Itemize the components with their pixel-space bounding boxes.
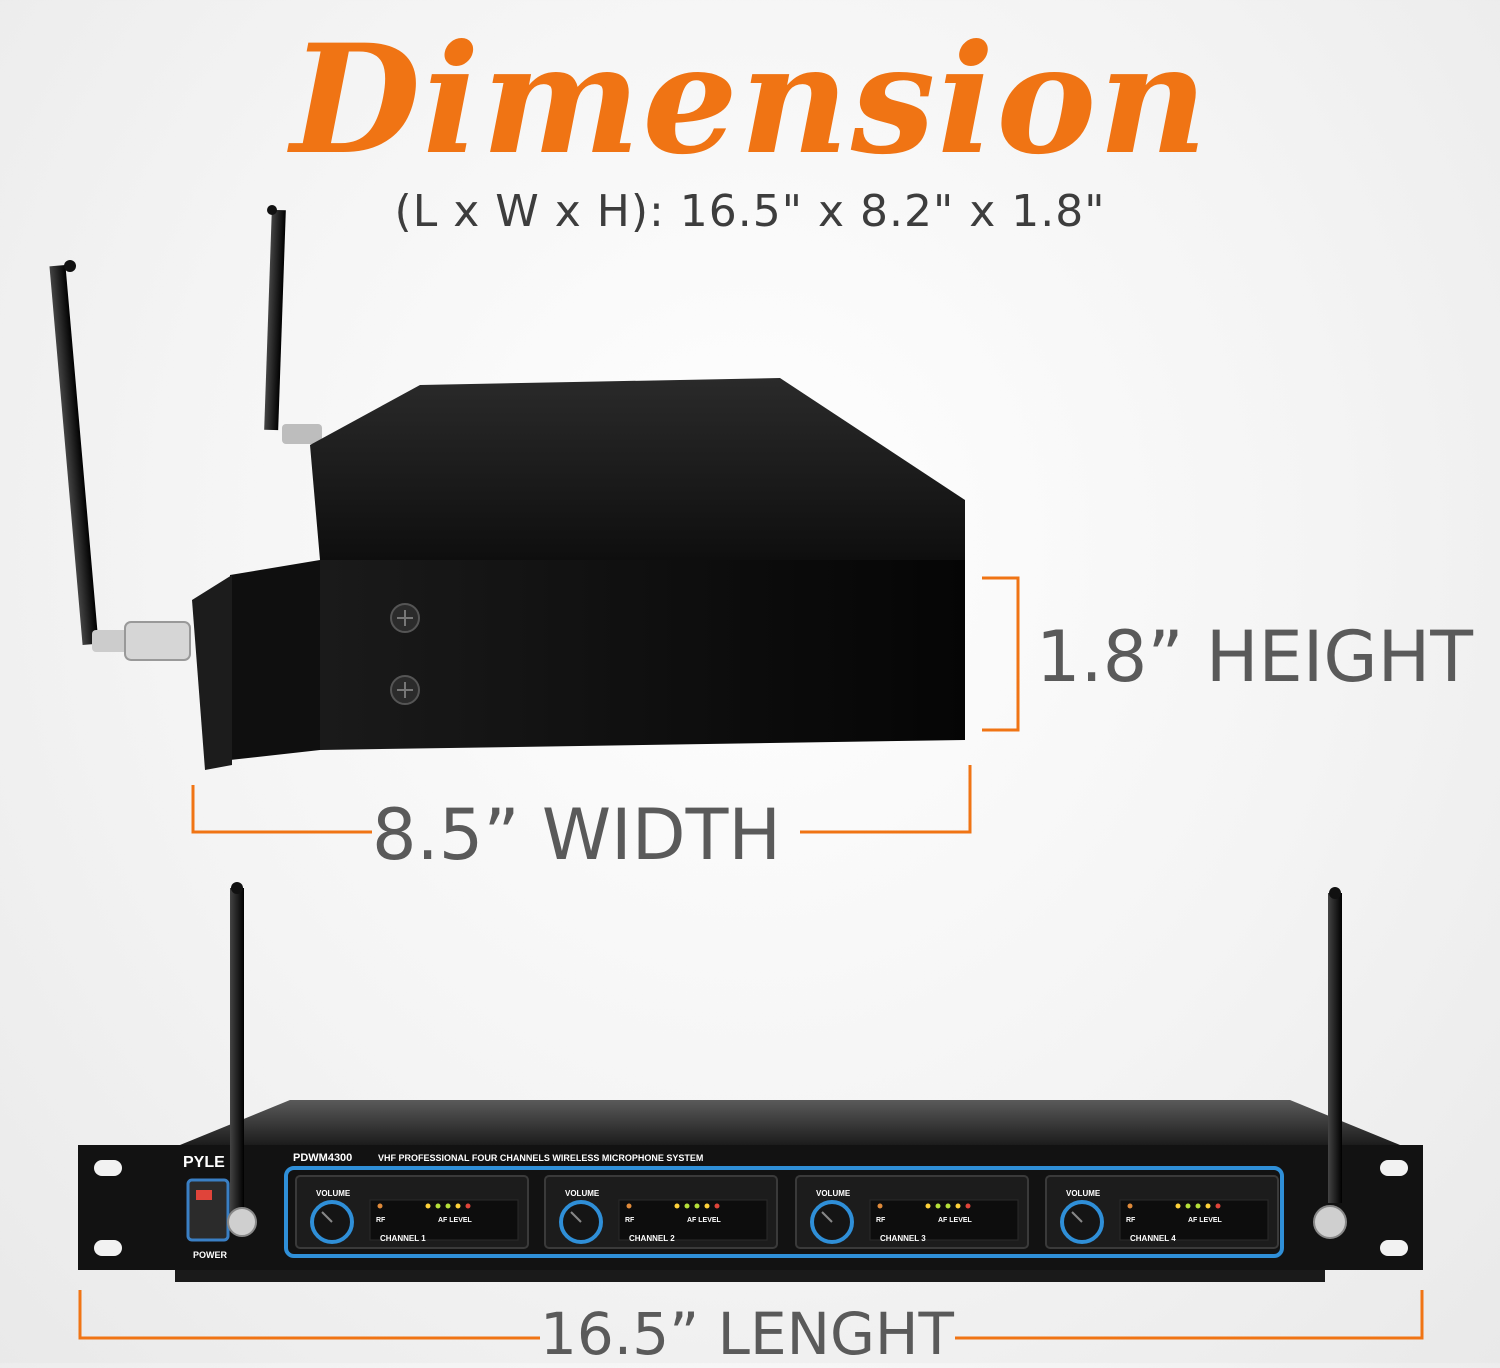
- rear-antenna: [264, 205, 322, 444]
- af-level-label: AF LEVEL: [687, 1217, 722, 1224]
- volume-label: VOLUME: [565, 1189, 600, 1198]
- receiver-side-view: [49, 205, 965, 770]
- volume-label: VOLUME: [316, 1189, 351, 1198]
- rack-hole: [1380, 1240, 1408, 1256]
- channel-module: VOLUME RF AF LEVEL CHANNEL 4: [1045, 1175, 1279, 1249]
- height-bracket: [982, 576, 1020, 732]
- channel-label: CHANNEL 3: [880, 1234, 926, 1243]
- brand-logo: PYLE: [183, 1154, 225, 1171]
- device-description: VHF PROFESSIONAL FOUR CHANNELS WIRELESS …: [378, 1153, 703, 1163]
- rack-hole: [94, 1160, 122, 1176]
- width-label: 8.5” WIDTH: [372, 794, 781, 876]
- af-level-label: AF LEVEL: [1188, 1217, 1223, 1224]
- side-screw: [390, 675, 420, 705]
- channel-module: VOLUME RF AF LEVEL CHANNEL 2: [544, 1175, 778, 1249]
- right-front-antenna: [1313, 887, 1347, 1239]
- channel-label: CHANNEL 1: [380, 1234, 426, 1243]
- channel-label: CHANNEL 4: [1130, 1234, 1176, 1243]
- width-bracket: [191, 765, 972, 834]
- volume-label: VOLUME: [816, 1189, 851, 1198]
- page-title: Dimension: [290, 12, 1210, 188]
- height-label: 1.8” HEIGHT: [1036, 616, 1473, 698]
- channel-module: VOLUME RF AF LEVEL CHANNEL 3: [795, 1175, 1029, 1249]
- front-antenna: [49, 260, 191, 661]
- receiver-front-view: VOLUME RF AF LEVEL CHANNEL 1 VOLUME RF AF LEVE…: [78, 882, 1423, 1282]
- rf-label: RF: [876, 1217, 886, 1224]
- power-switch: [186, 1178, 230, 1242]
- dimensions-subtitle: (L x W x H): 16.5" x 8.2" x 1.8": [394, 186, 1106, 237]
- volume-label: VOLUME: [1066, 1189, 1101, 1198]
- channel-module: VOLUME RF AF LEVEL CHANNEL 1: [295, 1175, 529, 1249]
- channel-label: CHANNEL 2: [629, 1234, 675, 1243]
- rack-hole: [1380, 1160, 1408, 1176]
- rf-label: RF: [1126, 1217, 1136, 1224]
- length-bracket: [78, 1290, 1424, 1340]
- af-level-label: AF LEVEL: [938, 1217, 973, 1224]
- model-label: PDWM4300: [293, 1152, 352, 1164]
- af-level-label: AF LEVEL: [438, 1217, 473, 1224]
- length-label: 16.5” LENGHT: [540, 1300, 954, 1368]
- side-screw: [390, 603, 420, 633]
- rack-hole: [94, 1240, 122, 1256]
- rf-label: RF: [625, 1217, 635, 1224]
- left-front-antenna: [227, 882, 257, 1237]
- rf-label: RF: [376, 1217, 386, 1224]
- power-label: POWER: [193, 1250, 228, 1260]
